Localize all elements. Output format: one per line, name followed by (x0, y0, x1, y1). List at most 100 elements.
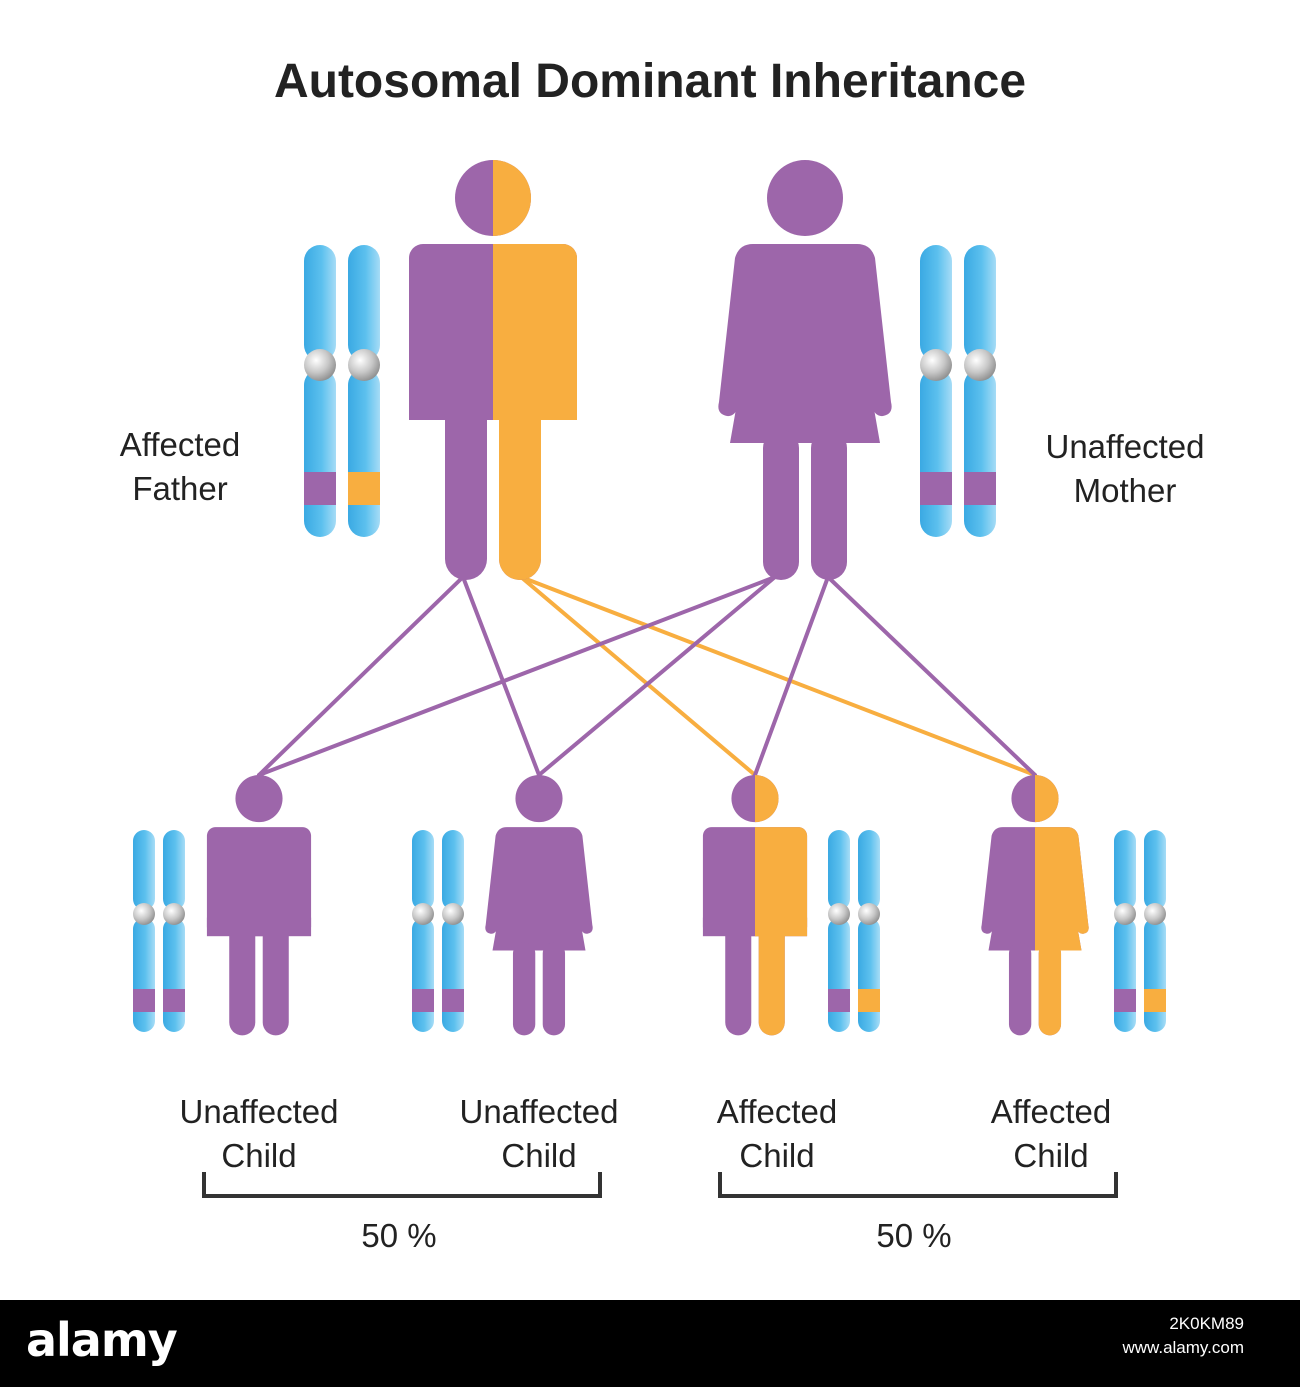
child2-label-line2: Child (501, 1137, 576, 1174)
mother-chromosome-pair (920, 245, 996, 537)
child1-chromosome-1-allele-band (133, 989, 155, 1012)
father-chromosome-2-lower-arm (348, 369, 380, 537)
probability-groups: 50 % 50 % (202, 1172, 1118, 1254)
child3-chromosome-1-allele-band (828, 989, 850, 1012)
father-chromosome-2-centromere (348, 349, 380, 381)
child4-chromosome-2-lower-arm (1144, 918, 1166, 1032)
child2-chromosome-2-centromere (442, 903, 464, 925)
child2-chromosome-1-upper-arm (412, 830, 434, 910)
child2-chromosome-1-lower-arm (412, 918, 434, 1032)
child3-chromosome-2-centromere (858, 903, 880, 925)
footer-bar (0, 1300, 1300, 1387)
link-father-left-to-child2 (461, 575, 541, 777)
child3-chromosome-1-lower-arm (828, 918, 850, 1032)
group-1-percentage: 50 % (361, 1217, 436, 1254)
child1-chromosome-2-allele-band (163, 989, 185, 1012)
link-father-right-to-child4 (519, 575, 1037, 777)
child4-label-line1: Affected (991, 1093, 1111, 1130)
child1-chromosome-1-centromere (133, 903, 155, 925)
image-id: 2K0KM89 (1169, 1314, 1244, 1333)
link-mother-right-to-child3 (753, 575, 830, 777)
father-chromosome-pair (304, 245, 380, 537)
mother-chromosome-2-lower-arm (964, 369, 996, 537)
child4-chromosome-1-centromere (1114, 903, 1136, 925)
child3-figure (702, 775, 808, 1036)
group-2-bracket (718, 1172, 1118, 1198)
link-mother-left-to-child2 (537, 575, 777, 777)
child4-chromosome-2-upper-arm (1144, 830, 1166, 910)
mother-figure (718, 160, 892, 580)
child1-label-line2: Child (221, 1137, 296, 1174)
person-labels: AffectedFatherUnaffectedMotherUnaffected… (120, 426, 1205, 1174)
child4-chromosome-1-allele-band (1114, 989, 1136, 1012)
child1-chromosome-2-centromere (163, 903, 185, 925)
father-label-line1: Affected (120, 426, 240, 463)
father-chromosome-1-upper-arm (304, 245, 336, 361)
link-father-right-to-child3 (519, 575, 757, 777)
child3-label-line1: Affected (717, 1093, 837, 1130)
diagram-title: Autosomal Dominant Inheritance (274, 55, 1026, 108)
child4-chromosome-1-lower-arm (1114, 918, 1136, 1032)
child4-figure (981, 775, 1089, 1036)
child1-chromosome-2-lower-arm (163, 918, 185, 1032)
child1-label-line1: Unaffected (179, 1093, 338, 1130)
child3-chromosome-pair (828, 830, 880, 1032)
child1-chromosome-2-upper-arm (163, 830, 185, 910)
child2-chromosome-2-upper-arm (442, 830, 464, 910)
father-affected-half (493, 160, 577, 580)
child2-chromosome-2-lower-arm (442, 918, 464, 1032)
father-chromosome-1-centromere (304, 349, 336, 381)
link-mother-right-to-child4 (826, 575, 1037, 777)
child1-chromosome-1-lower-arm (133, 918, 155, 1032)
inheritance-diagram: Autosomal Dominant Inheritance AffectedF… (120, 55, 1205, 1254)
child1-chromosome-1-upper-arm (133, 830, 155, 910)
site-url: www.alamy.com (1122, 1338, 1244, 1357)
mother-chromosome-1-centromere (920, 349, 952, 381)
mother-chromosome-1-allele-band (920, 472, 952, 505)
child4-affected-half (1035, 775, 1089, 1036)
child1-chromosome-pair (133, 830, 185, 1032)
child3-label-line2: Child (739, 1137, 814, 1174)
father-chromosome-1-allele-band (304, 472, 336, 505)
child2-chromosome-1-centromere (412, 903, 434, 925)
child1-figure (206, 775, 312, 1036)
mother-chromosome-2-upper-arm (964, 245, 996, 361)
child4-chromosome-2-allele-band (1144, 989, 1166, 1012)
child4-chromosome-pair (1114, 830, 1166, 1032)
child4-chromosome-2-centromere (1144, 903, 1166, 925)
father-figure (409, 160, 577, 580)
chromosome-pairs (133, 245, 1166, 1032)
child3-affected-half (755, 775, 808, 1036)
child2-figure (485, 775, 593, 1036)
child3-chromosome-2-allele-band (858, 989, 880, 1012)
father-chromosome-1-lower-arm (304, 369, 336, 537)
group-2-percentage: 50 % (876, 1217, 951, 1254)
child3-chromosome-1-centromere (828, 903, 850, 925)
child2-chromosome-pair (412, 830, 464, 1032)
link-father-left-to-child1 (257, 575, 465, 777)
father-chromosome-2-upper-arm (348, 245, 380, 361)
link-mother-left-to-child1 (257, 575, 777, 777)
child3-chromosome-1-upper-arm (828, 830, 850, 910)
people (206, 160, 1089, 1036)
father-chromosome-2-allele-band (348, 472, 380, 505)
child4-chromosome-1-upper-arm (1114, 830, 1136, 910)
child2-chromosome-2-allele-band (442, 989, 464, 1012)
mother-chromosome-1-lower-arm (920, 369, 952, 537)
father-label-line2: Father (132, 470, 227, 507)
mother-chromosome-1-upper-arm (920, 245, 952, 361)
group-1: 50 % (202, 1172, 602, 1254)
image-code: 2K0KM89 www.alamy.com (1122, 1312, 1244, 1360)
mother-chromosome-2-allele-band (964, 472, 996, 505)
group-2: 50 % (718, 1172, 1118, 1254)
child3-chromosome-2-lower-arm (858, 918, 880, 1032)
mother-chromosome-2-centromere (964, 349, 996, 381)
child2-chromosome-1-allele-band (412, 989, 434, 1012)
